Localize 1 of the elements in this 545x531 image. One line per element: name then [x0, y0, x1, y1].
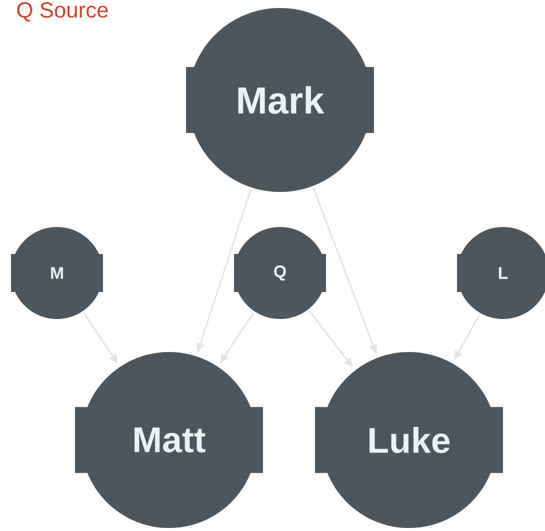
source-note: Q Source — [17, 2, 108, 22]
